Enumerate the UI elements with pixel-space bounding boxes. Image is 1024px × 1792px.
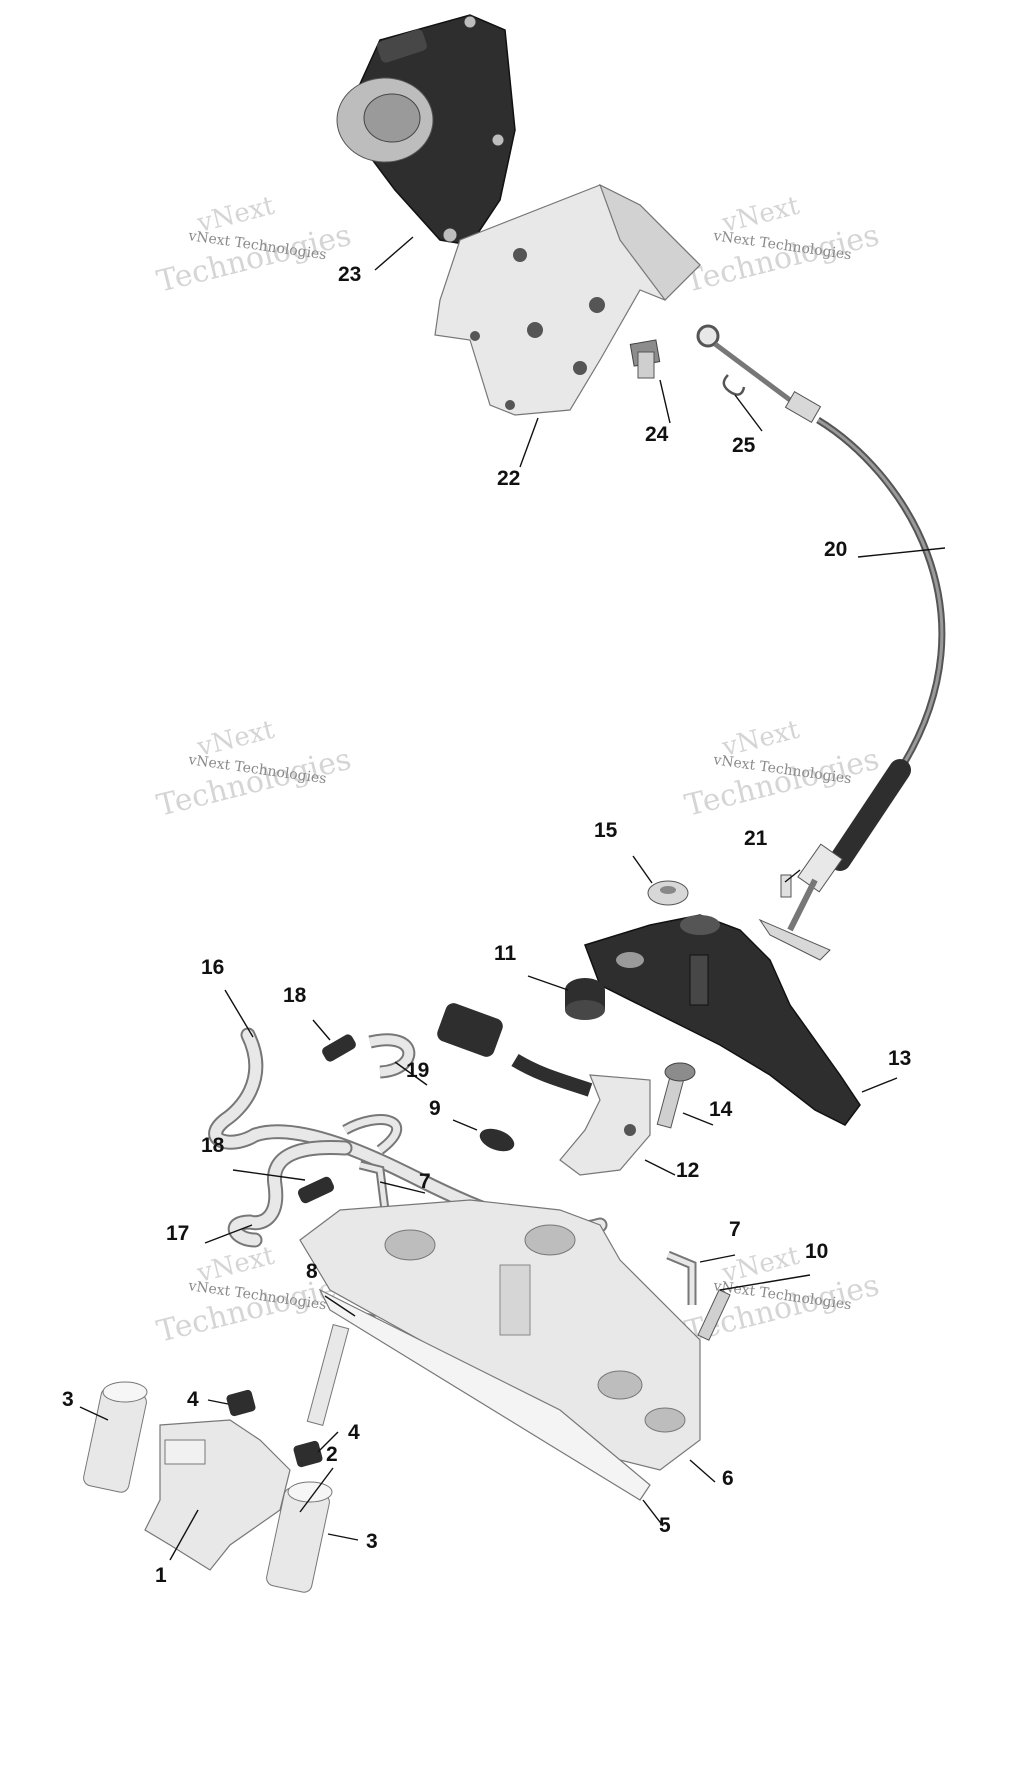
callout-4-upper: 4 <box>187 1388 199 1411</box>
callout-13: 13 <box>888 1047 911 1070</box>
callout-12: 12 <box>676 1159 699 1182</box>
part-3-pin-left <box>83 1381 148 1493</box>
callout-3-right: 3 <box>366 1530 378 1553</box>
callout-19: 19 <box>406 1059 429 1082</box>
part-3-pin-right <box>266 1481 333 1593</box>
part-10-screw <box>697 1289 731 1341</box>
callout-2: 2 <box>326 1443 338 1466</box>
part-5-gasket <box>318 1288 651 1501</box>
callout-16: 16 <box>201 956 224 979</box>
callout-labels: 23 22 24 25 20 21 15 11 13 14 12 16 18 1… <box>62 263 911 1587</box>
part-19-curved-hose <box>342 1033 416 1155</box>
callout-17: 17 <box>166 1222 189 1245</box>
callout-25: 25 <box>732 434 756 457</box>
watermark-middle-left: vNext Technologies vNext Technologies <box>153 715 354 824</box>
watermark-middle-right: vNext Technologies vNext Technologies <box>681 715 882 824</box>
callout-18-lower: 18 <box>201 1134 225 1157</box>
part-25-clip <box>722 374 746 396</box>
part-7-elbow-left <box>358 1160 390 1211</box>
callout-18-upper: 18 <box>283 984 307 1007</box>
callout-22: 22 <box>497 467 520 490</box>
part-23-actuator-motor <box>336 14 516 246</box>
part-21-pin <box>780 874 792 898</box>
callout-9: 9 <box>429 1097 441 1120</box>
callout-4-lower: 4 <box>348 1421 360 1444</box>
callout-6: 6 <box>722 1467 734 1490</box>
part-20-shift-cable <box>696 324 946 961</box>
part-15-washer <box>647 880 689 906</box>
callout-21: 21 <box>744 827 768 850</box>
callout-24: 24 <box>645 423 669 446</box>
callout-3-left: 3 <box>62 1388 74 1411</box>
part-7-elbow-right <box>666 1250 697 1305</box>
part-18-check-valve-lower <box>297 1176 335 1204</box>
watermark-top-left: vNext Technologies vNext Technologies <box>153 191 354 300</box>
part-4-spring-upper <box>226 1389 256 1417</box>
callout-8: 8 <box>306 1260 318 1283</box>
part-4-spring-lower <box>293 1440 323 1468</box>
callout-15: 15 <box>594 819 618 842</box>
callout-10: 10 <box>805 1240 828 1263</box>
part-14-bolt <box>656 1062 696 1129</box>
part-12-sensor-bracket <box>437 1003 651 1176</box>
callout-14: 14 <box>709 1098 733 1121</box>
part-9-nut <box>479 1128 515 1152</box>
callout-20: 20 <box>824 538 847 561</box>
svg-text:Technologies: Technologies <box>681 218 882 300</box>
callout-7-left: 7 <box>419 1170 431 1193</box>
svg-text:Technologies: Technologies <box>681 742 882 824</box>
callout-1: 1 <box>155 1564 167 1587</box>
callout-7-right: 7 <box>729 1218 741 1241</box>
part-22-mounting-bracket <box>434 183 701 416</box>
watermark-top-right: vNext Technologies vNext Technologies <box>681 191 882 300</box>
callout-11: 11 <box>494 942 517 965</box>
part-1-lower-body <box>144 1324 350 1571</box>
part-13-shift-lever <box>584 914 861 1126</box>
part-11-bushing <box>565 978 605 1020</box>
part-6-valve-body <box>299 1199 701 1471</box>
part-24-bolt <box>629 339 661 379</box>
callout-5: 5 <box>659 1514 671 1537</box>
callout-23: 23 <box>338 263 361 286</box>
part-18-check-valve-upper <box>322 1034 356 1062</box>
part-17-hose <box>227 1140 353 1248</box>
leader-lines <box>79 236 946 1561</box>
